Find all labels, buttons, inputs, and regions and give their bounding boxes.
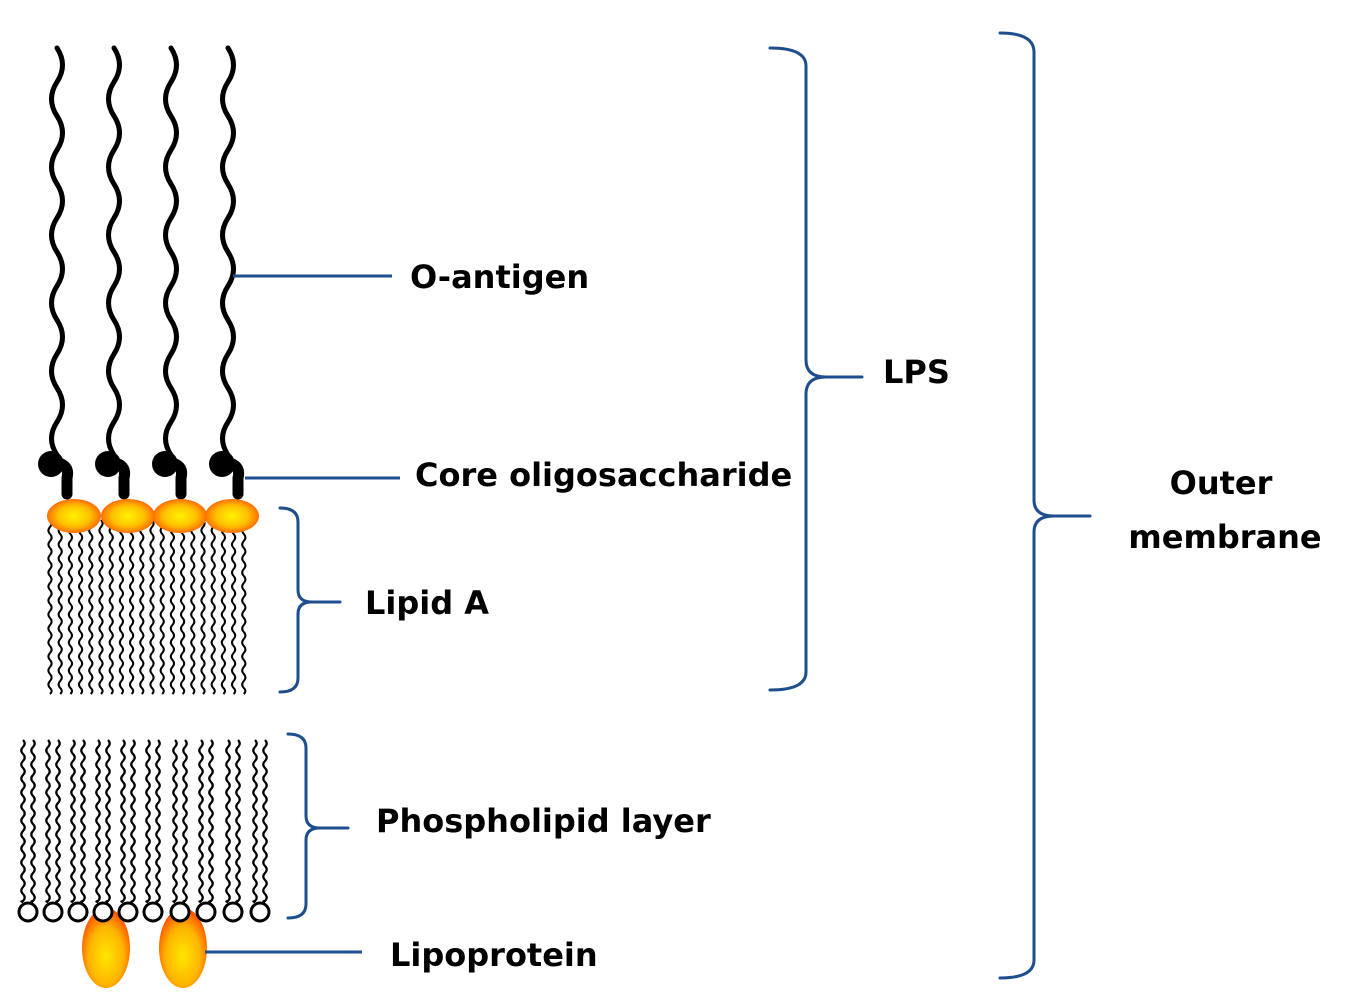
lipid-a-tail-7: [108, 519, 114, 695]
lipoprotein-1: [82, 908, 130, 988]
lipid-a-tail-8: [118, 519, 124, 695]
phospholipid-layer-label: Phospholipid layer: [376, 802, 711, 840]
lipid-a-tail-16: [200, 519, 206, 695]
phospholipid-head-3: [67, 901, 89, 923]
lipid-a-tail-1: [47, 519, 53, 695]
lipid-a-tail-13: [169, 519, 175, 695]
o-antigen-chains: [49, 45, 236, 458]
leader-lines: [205, 274, 400, 954]
phospholipid-head-5: [117, 901, 139, 923]
core-hook-4: [209, 451, 245, 500]
lipid-a-tail-20: [241, 519, 247, 695]
core-oligosaccharide-label: Core oligosaccharide: [415, 456, 792, 494]
phospholipid-tail-17: [225, 739, 231, 904]
phospholipid-head-2: [42, 901, 64, 923]
phospholipid-tail-20: [262, 739, 268, 904]
core-hook-3: [152, 451, 188, 500]
phospholipid-tail-14: [182, 739, 188, 904]
phospholipid-bracket: [286, 732, 350, 920]
phospholipid-tail-16: [208, 739, 214, 904]
lipid-a-tail-5: [88, 519, 94, 695]
o-antigen-chain-3: [163, 45, 179, 458]
phospholipid-tail-2: [30, 739, 36, 904]
lipid-a-tail-15: [190, 519, 196, 695]
phospholipid-heads: [17, 901, 271, 923]
phospholipid-tail-12: [155, 739, 161, 904]
phospholipid-head-6: [142, 901, 164, 923]
core-hook-1: [38, 451, 74, 500]
phospholipid-tail-6: [80, 739, 86, 904]
lipid-a-head-4: [205, 499, 259, 533]
phospholipid-tail-3: [45, 739, 51, 904]
lipid-a-tail-10: [139, 519, 145, 695]
phospholipid-head-7: [169, 901, 191, 923]
phospholipid-head-9: [222, 901, 244, 923]
lipid-a-heads: [47, 499, 259, 533]
outer-membrane-bracket: [998, 31, 1092, 980]
lipid-a-tail-11: [149, 519, 155, 695]
lipid-a-head-2: [101, 499, 155, 533]
phospholipid-tail-5: [70, 739, 76, 904]
phospholipid-tail-1: [20, 739, 26, 904]
o-antigen-label: O-antigen: [410, 258, 589, 296]
phospholipid-tail-19: [252, 739, 258, 904]
phospholipid-tail-13: [172, 739, 178, 904]
lipoprotein-shapes: [82, 908, 207, 988]
lipid-a-tail-12: [159, 519, 165, 695]
o-antigen-chain-2: [106, 45, 122, 458]
lps-label: LPS: [883, 353, 950, 391]
phospholipid-head-10: [249, 901, 271, 923]
lipid-a-head-3: [153, 499, 207, 533]
core-hook-2: [95, 451, 131, 500]
phospholipid-tail-15: [198, 739, 204, 904]
lps-bracket: [768, 46, 864, 692]
phospholipid-tail-8: [105, 739, 111, 904]
phospholipid-head-1: [17, 901, 39, 923]
lipoprotein-2: [159, 908, 207, 988]
phospholipid-head-4: [92, 901, 114, 923]
lipid-a-tail-3: [67, 519, 73, 695]
lipoprotein-label: Lipoprotein: [390, 936, 598, 974]
lipid-a-tail-6: [98, 519, 104, 695]
lipid-a-tail-9: [129, 519, 135, 695]
phospholipid-tail-18: [235, 739, 241, 904]
lipid-a-tail-14: [180, 519, 186, 695]
phospholipid-tail-7: [95, 739, 101, 904]
core-oligosaccharide-shapes: [38, 451, 245, 500]
lipid-a-tail-18: [220, 519, 226, 695]
phospholipid-tail-11: [145, 739, 151, 904]
phospholipid-tail-10: [130, 739, 136, 904]
outer-membrane-label-line2: membrane: [1128, 518, 1321, 556]
lipid-a-tail-2: [57, 519, 63, 695]
lipid-a-label: Lipid A: [365, 584, 489, 622]
lipid-a-tail-17: [210, 519, 216, 695]
o-antigen-chain-1: [49, 45, 65, 458]
lipid-a-bracket: [278, 506, 342, 694]
lipid-a-tail-19: [231, 519, 237, 695]
o-antigen-chain-4: [220, 45, 236, 458]
lipid-a-tails: [47, 519, 247, 695]
phospholipid-tail-9: [120, 739, 126, 904]
lipid-a-tail-4: [78, 519, 84, 695]
phospholipid-tails: [20, 739, 268, 904]
outer-membrane-label-line1: Outer: [1170, 464, 1273, 502]
phospholipid-tail-4: [55, 739, 61, 904]
phospholipid-head-8: [195, 901, 217, 923]
lipid-a-head-1: [47, 499, 101, 533]
brackets: [278, 31, 1092, 980]
